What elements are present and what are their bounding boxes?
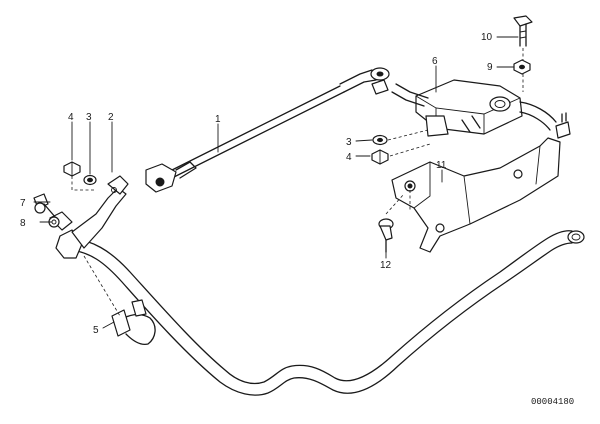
callout-3-right: 3 bbox=[346, 137, 352, 148]
callout-12: 12 bbox=[380, 260, 392, 271]
left-bracket bbox=[49, 175, 129, 259]
callout-6: 6 bbox=[432, 56, 438, 67]
washer-3-right bbox=[372, 134, 388, 146]
bolt-12 bbox=[378, 218, 394, 253]
callout-7: 7 bbox=[20, 198, 26, 209]
link-rod bbox=[145, 67, 390, 193]
nut-4-left bbox=[63, 161, 81, 177]
callout-5: 5 bbox=[93, 325, 99, 336]
nut-4-right bbox=[371, 149, 389, 165]
washer-3-left bbox=[83, 174, 97, 186]
callout-9: 9 bbox=[487, 62, 493, 73]
bolt-7 bbox=[33, 193, 57, 219]
mounting-bracket bbox=[391, 112, 571, 253]
nut-9 bbox=[513, 59, 531, 75]
callout-11: 11 bbox=[436, 160, 447, 171]
callout-3-left: 3 bbox=[86, 112, 92, 123]
leader-lines bbox=[33, 36, 519, 329]
clamp-5 bbox=[111, 299, 156, 346]
callout-4-right: 4 bbox=[346, 152, 352, 163]
callout-8: 8 bbox=[20, 218, 26, 229]
bolt-10 bbox=[513, 15, 533, 47]
callout-4-left: 4 bbox=[68, 112, 74, 123]
level-sensor-unit bbox=[391, 79, 557, 137]
callout-10: 10 bbox=[481, 32, 493, 43]
callout-2: 2 bbox=[108, 112, 114, 123]
reference-number: 00004180 bbox=[531, 397, 574, 407]
stabilizer-bar bbox=[69, 230, 585, 396]
callout-1: 1 bbox=[215, 114, 221, 125]
